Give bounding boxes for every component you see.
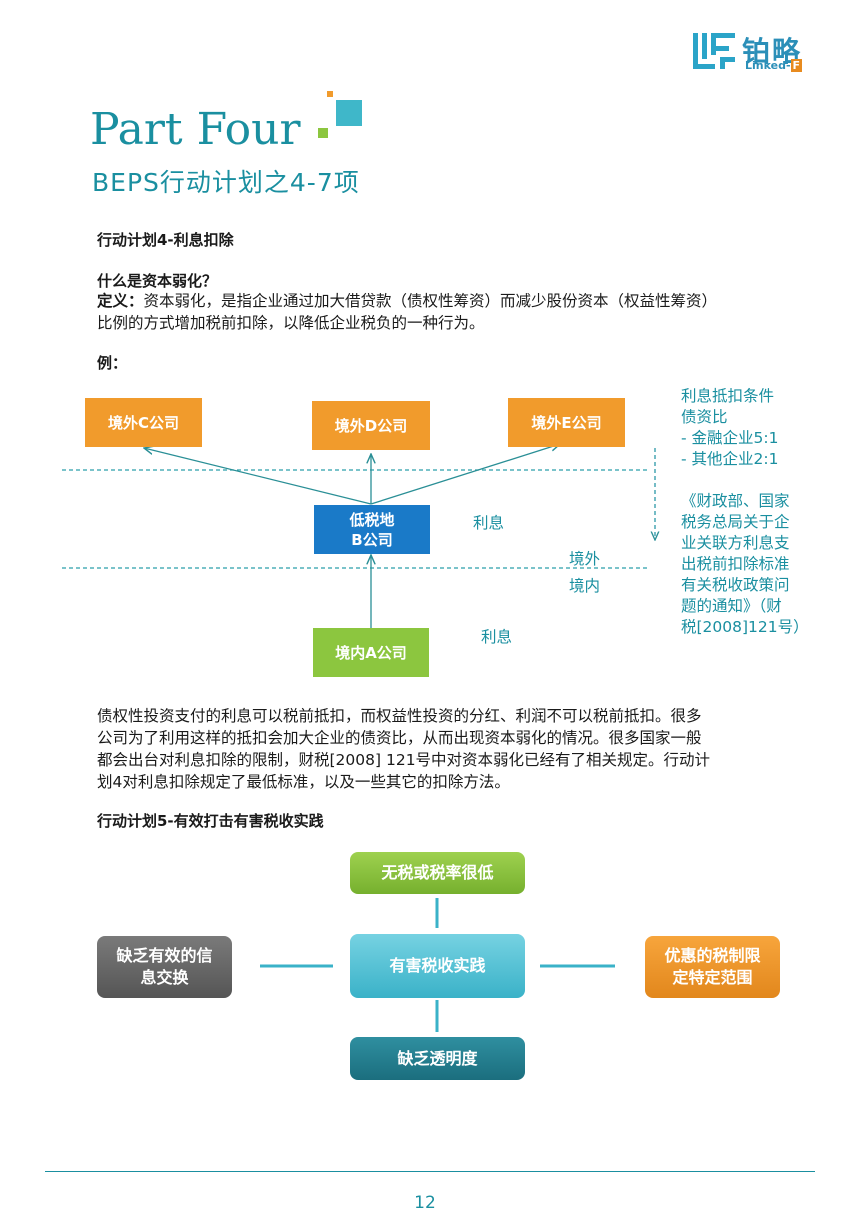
logo-text: 铂略 xyxy=(742,35,803,68)
example-label: 例： xyxy=(97,354,128,372)
page-number: 12 xyxy=(414,1193,436,1213)
ownership-diagram-lines xyxy=(62,380,850,628)
section-heading-5: 行动计划5-有效打击有害税收实践 xyxy=(97,812,324,830)
question-heading: 什么是资本弱化？ xyxy=(97,272,218,290)
company-e-box: 境外E公司 xyxy=(508,398,625,447)
lack-transparency-box: 缺乏透明度 xyxy=(350,1037,525,1080)
interest-label-lower: 利息 xyxy=(481,628,513,646)
page-subtitle: BEPS行动计划之4-7项 xyxy=(92,168,360,197)
domestic-label: 境内 xyxy=(569,577,601,595)
section-heading-4: 行动计划4-利息扣除 xyxy=(97,231,234,249)
footer-divider xyxy=(45,1171,815,1172)
abroad-label: 境外 xyxy=(569,550,601,568)
linked-f-logo-icon xyxy=(693,33,735,69)
page-title: Part Four xyxy=(90,104,301,155)
logo-subtext: Linked-F xyxy=(745,59,803,72)
definition-line-1: 定义：资本弱化，是指企业通过加大借贷款（债权性筹资）而减少股份资本（权益性筹资） xyxy=(97,292,718,310)
harmful-tax-center-box: 有害税收实践 xyxy=(350,934,525,998)
definition-line-2: 比例的方式增加税前扣除，以降低企业税负的一种行为。 xyxy=(97,314,485,332)
company-c-box: 境外C公司 xyxy=(85,398,202,447)
company-d-box: 境外D公司 xyxy=(312,401,430,450)
decorative-squares-icon xyxy=(318,91,362,138)
preferential-regime-box: 优惠的税制限定特定范围 xyxy=(645,936,780,998)
no-tax-box: 无税或税率很低 xyxy=(350,852,525,894)
regulation-reference: 《财政部、国家 税务总局关于企 业关联方利息支 出税前扣除标准 有关税收政策问 … xyxy=(681,492,809,636)
lack-info-exchange-box: 缺乏有效的信息交换 xyxy=(97,936,232,998)
interest-label-upper: 利息 xyxy=(473,514,505,532)
deduction-conditions: 利息抵扣条件 债资比 - 金融企业5:1 - 其他企业2:1 xyxy=(681,387,779,468)
company-a-box: 境内A公司 xyxy=(313,628,429,677)
explanation-paragraph: 债权性投资支付的利息可以税前抵扣，而权益性投资的分红、利润不可以税前抵扣。很多 … xyxy=(97,707,711,791)
harmful-tax-diagram-lines xyxy=(260,898,615,1032)
